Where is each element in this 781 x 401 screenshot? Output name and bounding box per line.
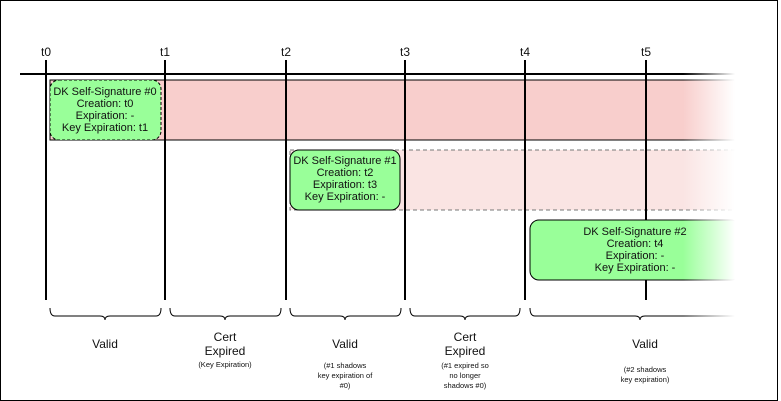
signature-expiration: Expiration: - — [76, 110, 135, 122]
signature-box-0: DK Self-Signature #0 Creation: t0 Expira… — [49, 79, 162, 141]
tick-label: t0 — [41, 45, 51, 59]
signature-box-1: DK Self-Signature #1 Creation: t2 Expira… — [289, 149, 401, 211]
signature-title: DK Self-Signature #1 — [293, 155, 396, 167]
period-label: Cert — [454, 330, 477, 344]
time-lines — [45, 60, 647, 300]
period-note: #0) — [340, 381, 351, 390]
period-note: no longer — [449, 371, 481, 380]
brace-1 — [169, 307, 282, 321]
period-note: (#1 expired so — [441, 361, 489, 370]
signature-creation: Creation: t2 — [317, 167, 374, 179]
period-label: Valid — [332, 337, 358, 351]
signature-key-expiration: Key Expiration: - — [305, 191, 386, 203]
tick-label: t1 — [160, 45, 170, 59]
signature-creation: Creation: t0 — [77, 98, 134, 110]
brace-3 — [409, 307, 521, 321]
period-note: key expiration) — [621, 375, 670, 384]
period-1: Cert Expired (Key Expiration) — [198, 330, 252, 369]
period-label: Valid — [632, 337, 658, 351]
period-4: Valid (#2 shadows key expiration) — [621, 337, 670, 384]
period-note: key expiration of — [318, 371, 374, 380]
tick-label: t3 — [400, 45, 410, 59]
fade-overlay — [683, 60, 735, 325]
tick-label: t4 — [520, 45, 530, 59]
period-0: Valid — [92, 337, 118, 351]
tick-label: t5 — [641, 45, 651, 59]
period-note: (#2 shadows — [624, 365, 667, 374]
period-label: Expired — [205, 344, 246, 358]
period-label: Expired — [445, 344, 486, 358]
signature-title: DK Self-Signature #0 — [53, 86, 156, 98]
period-note: shadows #0) — [444, 381, 487, 390]
signature-expiration: Expiration: - — [606, 250, 665, 262]
signature-creation: Creation: t4 — [607, 238, 664, 250]
period-3: Cert Expired (#1 expired so no longer sh… — [441, 330, 489, 390]
brace-0 — [49, 307, 162, 321]
period-label: Valid — [92, 337, 118, 351]
period-2: Valid (#1 shadows key expiration of #0) — [318, 337, 374, 390]
brace-2 — [289, 307, 402, 321]
signature-title: DK Self-Signature #2 — [583, 226, 686, 238]
period-note: (Key Expiration) — [198, 360, 252, 369]
tick-label: t2 — [281, 45, 291, 59]
signature-expiration: Expiration: t3 — [313, 179, 377, 191]
period-label: Cert — [214, 330, 237, 344]
signature-key-expiration: Key Expiration: - — [595, 262, 676, 274]
period-note: (#1 shadows — [324, 361, 367, 370]
signature-key-expiration: Key Expiration: t1 — [62, 122, 148, 134]
